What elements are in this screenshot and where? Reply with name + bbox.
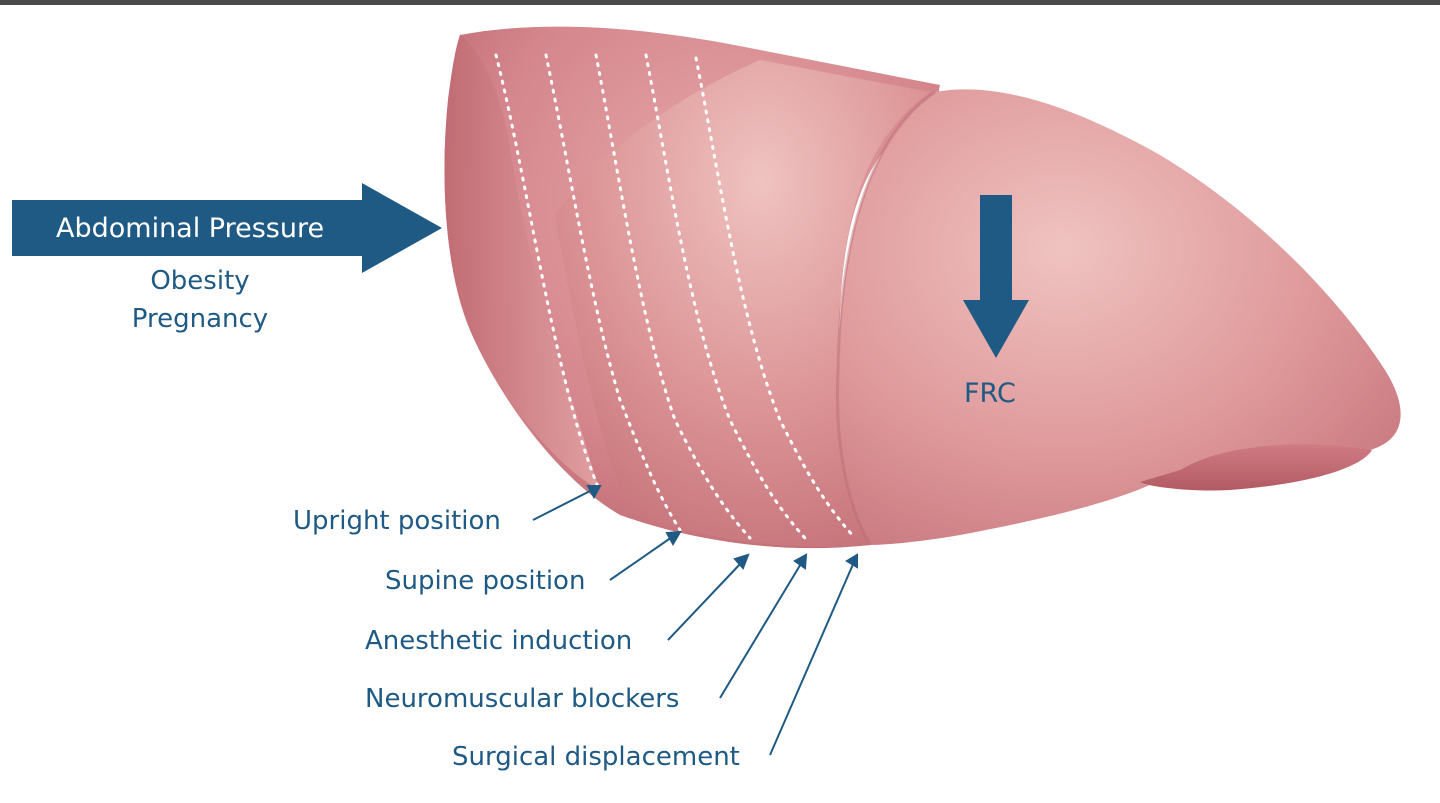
position-upright-label: Upright position bbox=[293, 506, 501, 536]
top-border bbox=[0, 0, 1440, 5]
position-supine-label: Supine position bbox=[385, 566, 586, 596]
frc-down-arrow bbox=[963, 195, 1029, 358]
lung-inner-edge bbox=[444, 35, 600, 490]
position-anesthetic-induction-label: Anesthetic induction bbox=[365, 626, 633, 656]
cause-obesity-label: Obesity bbox=[150, 266, 250, 296]
dotted-lines bbox=[494, 53, 857, 540]
abdominal-pressure-arrow bbox=[12, 183, 442, 273]
abdominal-pressure-label: Abdominal Pressure bbox=[56, 213, 325, 244]
lung-right-lobe bbox=[837, 89, 1401, 545]
lung-lower-tail bbox=[1140, 444, 1372, 491]
pointer-lines bbox=[532, 485, 858, 756]
frc-label: FRC bbox=[964, 378, 1016, 409]
lung-middle-segment bbox=[555, 60, 930, 547]
cause-pregnancy-label: Pregnancy bbox=[131, 304, 269, 334]
position-surgical-displacement-label: Surgical displacement bbox=[452, 742, 740, 772]
position-neuromuscular-blockers-label: Neuromuscular blockers bbox=[365, 684, 680, 714]
